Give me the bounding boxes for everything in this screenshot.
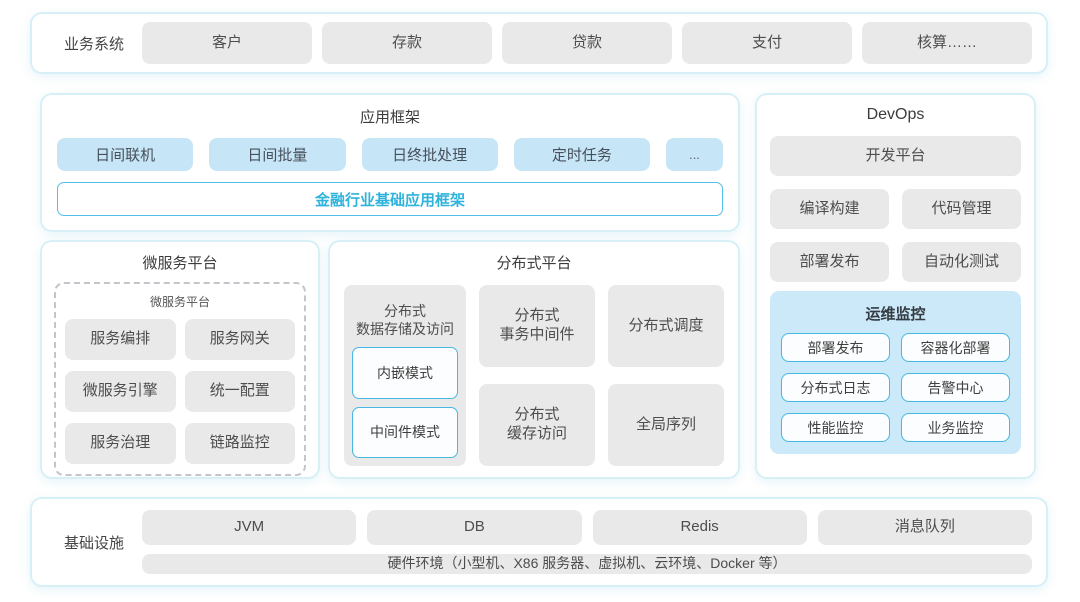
micro-item-governance: 服务治理 xyxy=(65,423,176,464)
devops-items: 编译构建 代码管理 部署发布 自动化测试 xyxy=(770,189,1021,282)
distributed-panel: 分布式平台 分布式 数据存储及访问 内嵌模式 中间件模式 分布式 事务中间件 分… xyxy=(328,240,740,479)
microservice-inner-box: 微服务平台 服务编排 服务网关 微服务引擎 统一配置 服务治理 链路监控 xyxy=(54,282,306,476)
micro-item-tracing: 链路监控 xyxy=(184,423,295,464)
business-systems-items: 客户 存款 贷款 支付 核算…… xyxy=(142,22,1032,64)
devops-item-build: 编译构建 xyxy=(770,189,889,229)
infrastructure-label: 基础设施 xyxy=(63,534,124,552)
infrastructure-panel: 基础设施 JVM DB Redis 消息队列 硬件环境（小型机、X86 服务器、… xyxy=(30,497,1048,587)
devops-item-deploy-release: 部署发布 xyxy=(770,242,889,282)
business-item-deposit: 存款 xyxy=(322,22,492,64)
business-item-loan: 贷款 xyxy=(502,22,672,64)
dist-item-cache-access: 分布式 缓存访问 xyxy=(479,384,595,466)
devops-dev-platform: 开发平台 xyxy=(770,136,1021,176)
infrastructure-items: JVM DB Redis 消息队列 xyxy=(142,510,1032,545)
finance-base-framework-box: 金融行业基础应用框架 xyxy=(57,182,723,216)
app-framework-title: 应用框架 xyxy=(359,109,420,126)
appfw-item-eod-batch: 日终批处理 xyxy=(361,138,498,171)
mode-middleware: 中间件模式 xyxy=(352,406,458,458)
dist-item-global-sequence: 全局序列 xyxy=(608,384,724,466)
monitor-item-perf-monitor: 性能监控 xyxy=(781,413,890,442)
appfw-item-more: ... xyxy=(666,138,723,171)
app-framework-items: 日间联机 日间批量 日终批处理 定时任务 ... xyxy=(57,138,723,171)
monitor-item-distributed-log: 分布式日志 xyxy=(781,373,890,402)
devops-item-auto-test: 自动化测试 xyxy=(902,242,1021,282)
business-systems-panel: 业务系统 客户 存款 贷款 支付 核算…… xyxy=(30,12,1048,74)
devops-panel: DevOps 开发平台 编译构建 代码管理 部署发布 自动化测试 运维监控 部署… xyxy=(755,93,1036,479)
ops-monitor-panel: 运维监控 部署发布 容器化部署 分布式日志 告警中心 性能监控 业务监控 xyxy=(770,291,1021,454)
micro-item-gateway: 服务网关 xyxy=(184,319,295,360)
hardware-environment-bar: 硬件环境（小型机、X86 服务器、虚拟机、云环境、Docker 等） xyxy=(142,554,1032,574)
distributed-content: 分布式 数据存储及访问 内嵌模式 中间件模式 分布式 事务中间件 分布式 缓存访… xyxy=(344,285,724,466)
devops-title: DevOps xyxy=(866,106,925,123)
monitor-item-business-monitor: 业务监控 xyxy=(901,413,1010,442)
distributed-title: 分布式平台 xyxy=(496,255,572,272)
app-framework-panel: 应用框架 日间联机 日间批量 日终批处理 定时任务 ... 金融行业基础应用框架 xyxy=(40,93,740,232)
devops-item-code-mgmt: 代码管理 xyxy=(902,189,1021,229)
business-item-customer: 客户 xyxy=(142,22,312,64)
distributed-col3: 分布式调度 全局序列 xyxy=(608,285,724,466)
appfw-item-scheduled-task: 定时任务 xyxy=(513,138,650,171)
business-item-payment: 支付 xyxy=(682,22,852,64)
ops-monitor-items: 部署发布 容器化部署 分布式日志 告警中心 性能监控 业务监控 xyxy=(781,333,1010,442)
microservice-title: 微服务平台 xyxy=(142,255,218,272)
distributed-storage-label: 分布式 数据存储及访问 xyxy=(356,302,454,337)
distributed-col2: 分布式 事务中间件 分布式 缓存访问 xyxy=(479,285,595,466)
dist-item-transaction-middleware: 分布式 事务中间件 xyxy=(479,285,595,367)
infrastructure-content: JVM DB Redis 消息队列 硬件环境（小型机、X86 服务器、虚拟机、云… xyxy=(142,510,1032,574)
monitor-item-alert-center: 告警中心 xyxy=(901,373,1010,402)
monitor-item-deploy-release: 部署发布 xyxy=(781,333,890,362)
micro-item-config: 统一配置 xyxy=(184,371,295,412)
dist-item-scheduling: 分布式调度 xyxy=(608,285,724,367)
infra-item-redis: Redis xyxy=(592,510,807,545)
monitor-item-container-deploy: 容器化部署 xyxy=(901,333,1010,362)
infra-item-db: DB xyxy=(367,510,582,545)
mode-embedded: 内嵌模式 xyxy=(352,347,458,399)
micro-item-engine: 微服务引擎 xyxy=(65,371,176,412)
infra-item-mq: 消息队列 xyxy=(817,510,1032,545)
business-item-accounting: 核算…… xyxy=(862,22,1032,64)
business-systems-label: 业务系统 xyxy=(63,35,124,53)
ops-monitor-title: 运维监控 xyxy=(865,306,926,323)
infra-item-jvm: JVM xyxy=(142,510,357,545)
appfw-item-daytime-batch: 日间批量 xyxy=(209,138,346,171)
microservice-inner-title: 微服务平台 xyxy=(149,295,210,309)
microservice-items: 服务编排 服务网关 微服务引擎 统一配置 服务治理 链路监控 xyxy=(65,319,295,464)
microservice-panel: 微服务平台 微服务平台 服务编排 服务网关 微服务引擎 统一配置 服务治理 链路… xyxy=(40,240,320,479)
micro-item-orchestration: 服务编排 xyxy=(65,319,176,360)
appfw-item-daytime-online: 日间联机 xyxy=(57,138,194,171)
distributed-storage-modes: 内嵌模式 中间件模式 xyxy=(352,347,458,458)
distributed-storage-box: 分布式 数据存储及访问 内嵌模式 中间件模式 xyxy=(344,285,466,466)
